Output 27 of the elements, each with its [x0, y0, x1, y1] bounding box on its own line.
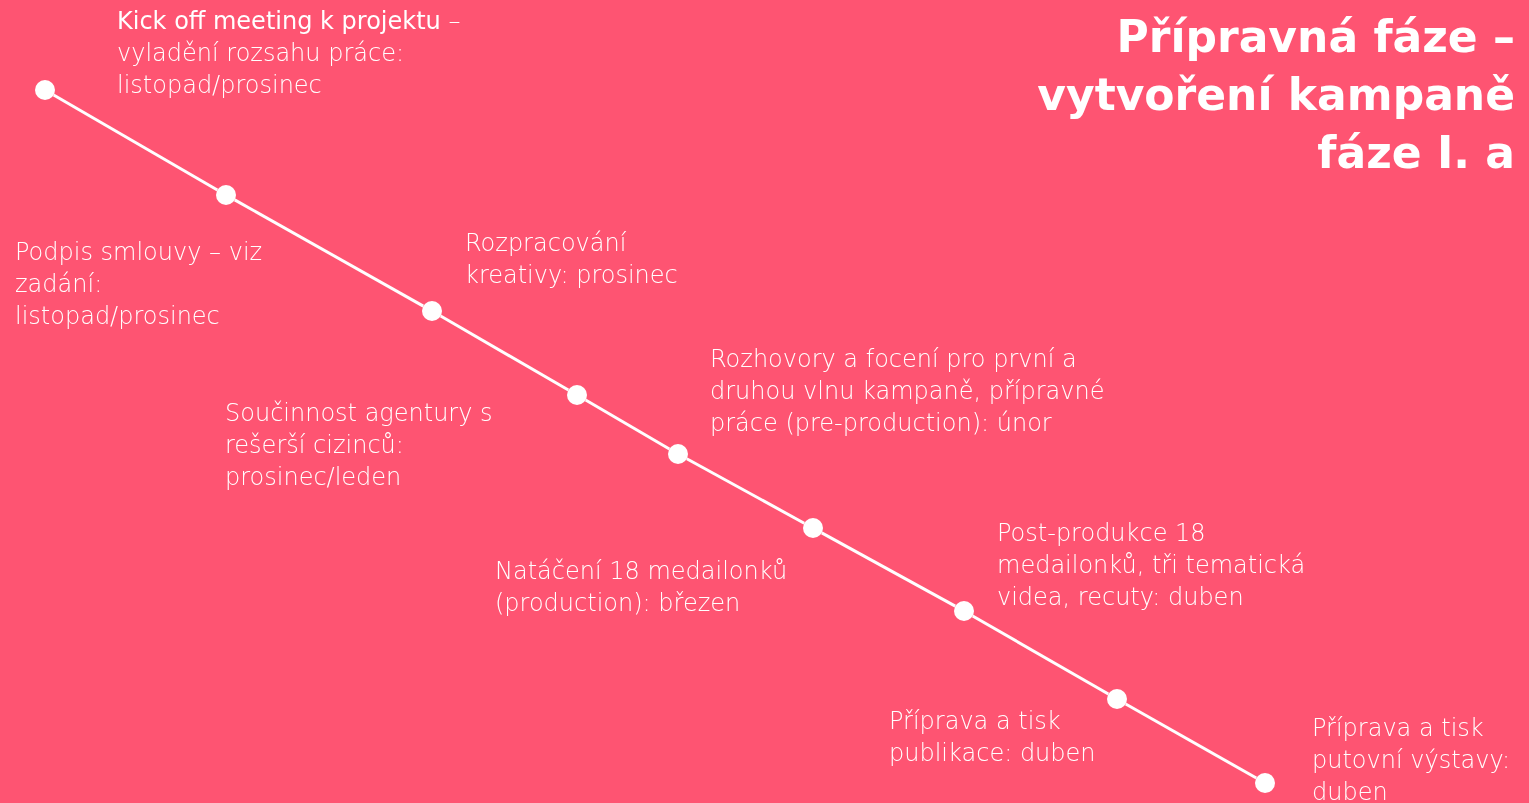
milestone-dot	[1255, 773, 1275, 793]
timeline-line	[233, 198, 425, 308]
milestone-text: Rozhovory a focení pro první a druhou vlnu kampaně, přípravné práce (pre-production): únor	[710, 344, 1106, 439]
timeline-line	[686, 457, 805, 525]
milestone-dot	[668, 444, 688, 464]
milestone-dot	[567, 385, 587, 405]
timeline-line	[821, 531, 956, 608]
milestone-dot	[35, 80, 55, 100]
milestone-dot	[954, 601, 974, 621]
milestone-text: Kick off meeting k projektu – vyladění rozsahu práce: listopad/prosinec	[117, 6, 462, 101]
milestone-text: Příprava a tisk publikace: duben	[889, 706, 1097, 769]
milestone-text: Příprava a tisk putovní výstavy: duben	[1312, 713, 1512, 803]
timeline-line	[1124, 702, 1258, 780]
timeline-line	[584, 398, 671, 451]
milestone-text: Rozpracování kreativy: prosinec	[465, 228, 679, 291]
milestone-text: Podpis smlouvy – viz zadání: listopad/prosinec	[15, 237, 264, 332]
milestone-dot	[216, 185, 236, 205]
milestone-text: Post-produkce 18 medailonků, tři tematická videa, recuty: duben	[997, 518, 1307, 613]
title: Přípravná fáze – vytvoření kampaně fáze I. a	[1036, 10, 1515, 180]
milestone-text: Natáčení 18 medailonků (production): březen	[495, 556, 789, 619]
milestone-dot	[1107, 689, 1127, 709]
milestone-dot	[803, 518, 823, 538]
timeline-line	[439, 314, 570, 392]
timeline-line	[971, 614, 1110, 696]
timeline-line	[52, 93, 219, 192]
milestone-text: Součinnost agentury s rešerší cizinců: prosinec/leden	[225, 398, 494, 493]
milestone-dot	[422, 301, 442, 321]
